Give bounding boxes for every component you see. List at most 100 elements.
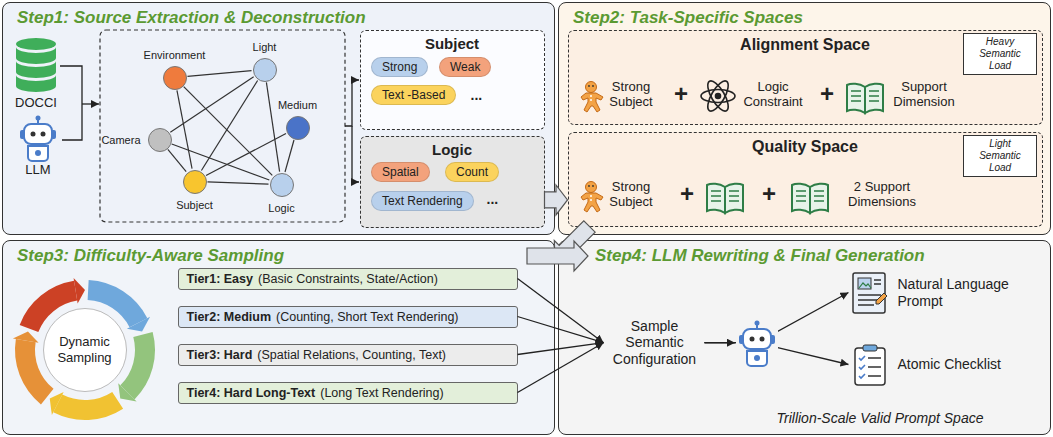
- node-subtext: (Basic Constraints, State/Action): [258, 272, 438, 286]
- node-text: Text -Based: [382, 88, 445, 102]
- ring-segment: [29, 291, 76, 329]
- ring-segment: [25, 341, 47, 397]
- output-item: Atomic Checklist: [850, 340, 1040, 390]
- cycle-ring: [13, 278, 150, 415]
- flow-arrow: [554, 221, 595, 262]
- book-icon: [707, 184, 743, 213]
- ring-arrowhead: [13, 331, 39, 342]
- connector: [285, 140, 294, 172]
- ring-arrowhead: [118, 383, 136, 401]
- node-subtext: ...: [487, 191, 499, 207]
- connector: [518, 317, 604, 343]
- item-label: 2 Support Dimensions: [836, 180, 928, 210]
- category-box: Subject...StrongWeakText -Based: [360, 30, 545, 130]
- ring-arrowhead: [50, 392, 64, 415]
- subject-icon: [581, 182, 603, 213]
- node-text: Tier3: Hard: [187, 348, 253, 362]
- connector: [187, 71, 251, 77]
- llm-robot-icon: [739, 321, 775, 367]
- connector: [168, 149, 186, 171]
- note-text: Trillion-Scale Valid Prompt Space: [740, 410, 1020, 426]
- graph-node: Subject: [183, 170, 207, 194]
- space-box: Alignment SpaceHeavy Semantic Load: [568, 30, 1043, 125]
- node-text: Logic: [361, 141, 544, 158]
- book-icon: [847, 84, 883, 113]
- node-text: Tier2: Medium: [187, 310, 272, 324]
- tag-chip: Spatial: [371, 162, 430, 182]
- item-label: Strong Subject: [606, 80, 656, 110]
- connector: [184, 87, 273, 176]
- step-title: Step1: Source Extraction & Deconstructio…: [17, 8, 366, 28]
- graph-node: Medium: [286, 116, 310, 140]
- node-text: Weak: [450, 60, 480, 74]
- ring-segment: [58, 400, 118, 410]
- connector: [705, 293, 849, 343]
- book-icon: [792, 184, 828, 213]
- atom-icon: [701, 78, 735, 114]
- node-text: Camera: [101, 134, 140, 146]
- step-title: Step2: Task-Specific Spaces: [573, 8, 803, 28]
- space-box: Quality SpaceLight Semantic Load: [568, 132, 1043, 227]
- node-text: Quality Space: [569, 138, 1042, 156]
- tier-box: Tier4: Hard Long-Text(Long Text Renderin…: [178, 382, 518, 404]
- ring-arrowhead: [127, 317, 150, 332]
- node-text: Logic: [268, 202, 294, 214]
- node-text: Dynamic Sampling: [50, 334, 120, 365]
- tag-chip: Weak: [439, 57, 491, 77]
- connector: [705, 343, 849, 365]
- node-text: Heavy Semantic Load: [979, 36, 1021, 71]
- llm-input-arrow: [705, 342, 736, 343]
- graph-node: Camera: [148, 128, 172, 152]
- node-subtext: (Counting, Short Text Rendering): [276, 310, 459, 324]
- docci-database-icon: [16, 38, 56, 92]
- connector: [207, 182, 268, 184]
- tag-chip: Text Rendering: [371, 191, 474, 211]
- connector: [266, 82, 279, 171]
- checklist-icon: [850, 343, 890, 387]
- step-panel: Step4: LLM Rewriting & Final GenerationS…: [558, 240, 1051, 435]
- node-subtext: (Spatial Relations, Counting, Text): [257, 348, 446, 362]
- connector: [518, 279, 604, 343]
- category-box: Logic... Spatial CountText Rendering: [360, 136, 545, 228]
- node-text: Subject: [176, 199, 213, 211]
- step-title: Step4: LLM Rewriting & Final Generation: [595, 246, 925, 266]
- split-arrow: [345, 80, 359, 182]
- llm-robot-icon: [20, 116, 56, 162]
- node-text: Light: [253, 41, 277, 53]
- graph-node: Logic: [270, 173, 294, 197]
- output-item: Natural Language Prompt: [850, 268, 1040, 318]
- graph-frame: [100, 30, 345, 222]
- plus-sign: +: [816, 82, 838, 106]
- node-text: Environment: [144, 49, 206, 61]
- connector: [177, 90, 192, 168]
- tag-chip: Strong: [371, 57, 428, 77]
- connector: [518, 343, 604, 393]
- load-tag: Heavy Semantic Load: [963, 33, 1037, 75]
- node-text: Atomic Checklist: [898, 356, 1001, 373]
- item-label: Strong Subject: [606, 180, 656, 210]
- node-text: Light Semantic Load: [979, 138, 1021, 173]
- plus-sign: +: [758, 182, 780, 206]
- node-text: Count: [456, 165, 488, 179]
- connector: [201, 81, 257, 171]
- step-panel: Step1: Source Extraction & Deconstructio…: [2, 2, 555, 235]
- tag-chip: Count: [445, 162, 499, 182]
- connector: [172, 144, 270, 180]
- subject-icon: [581, 82, 603, 113]
- plus-sign: +: [676, 182, 698, 206]
- node-text: Alignment Space: [569, 36, 1042, 54]
- load-tag: Light Semantic Load: [963, 135, 1037, 177]
- node-text: Tier4: Hard Long-Text: [187, 386, 316, 400]
- node-text: Natural Language Prompt: [898, 276, 1028, 310]
- ring-segment: [88, 290, 138, 323]
- node-text: Tier1: Easy: [187, 272, 253, 286]
- node-text: Strong: [382, 60, 417, 74]
- prompt-icon: [850, 271, 890, 315]
- node-text: Text Rendering: [382, 194, 463, 208]
- graph-node: Light: [253, 58, 277, 82]
- node-text: Sample Semantic Configuration: [613, 318, 696, 368]
- item-label: Logic Constraint: [740, 80, 806, 110]
